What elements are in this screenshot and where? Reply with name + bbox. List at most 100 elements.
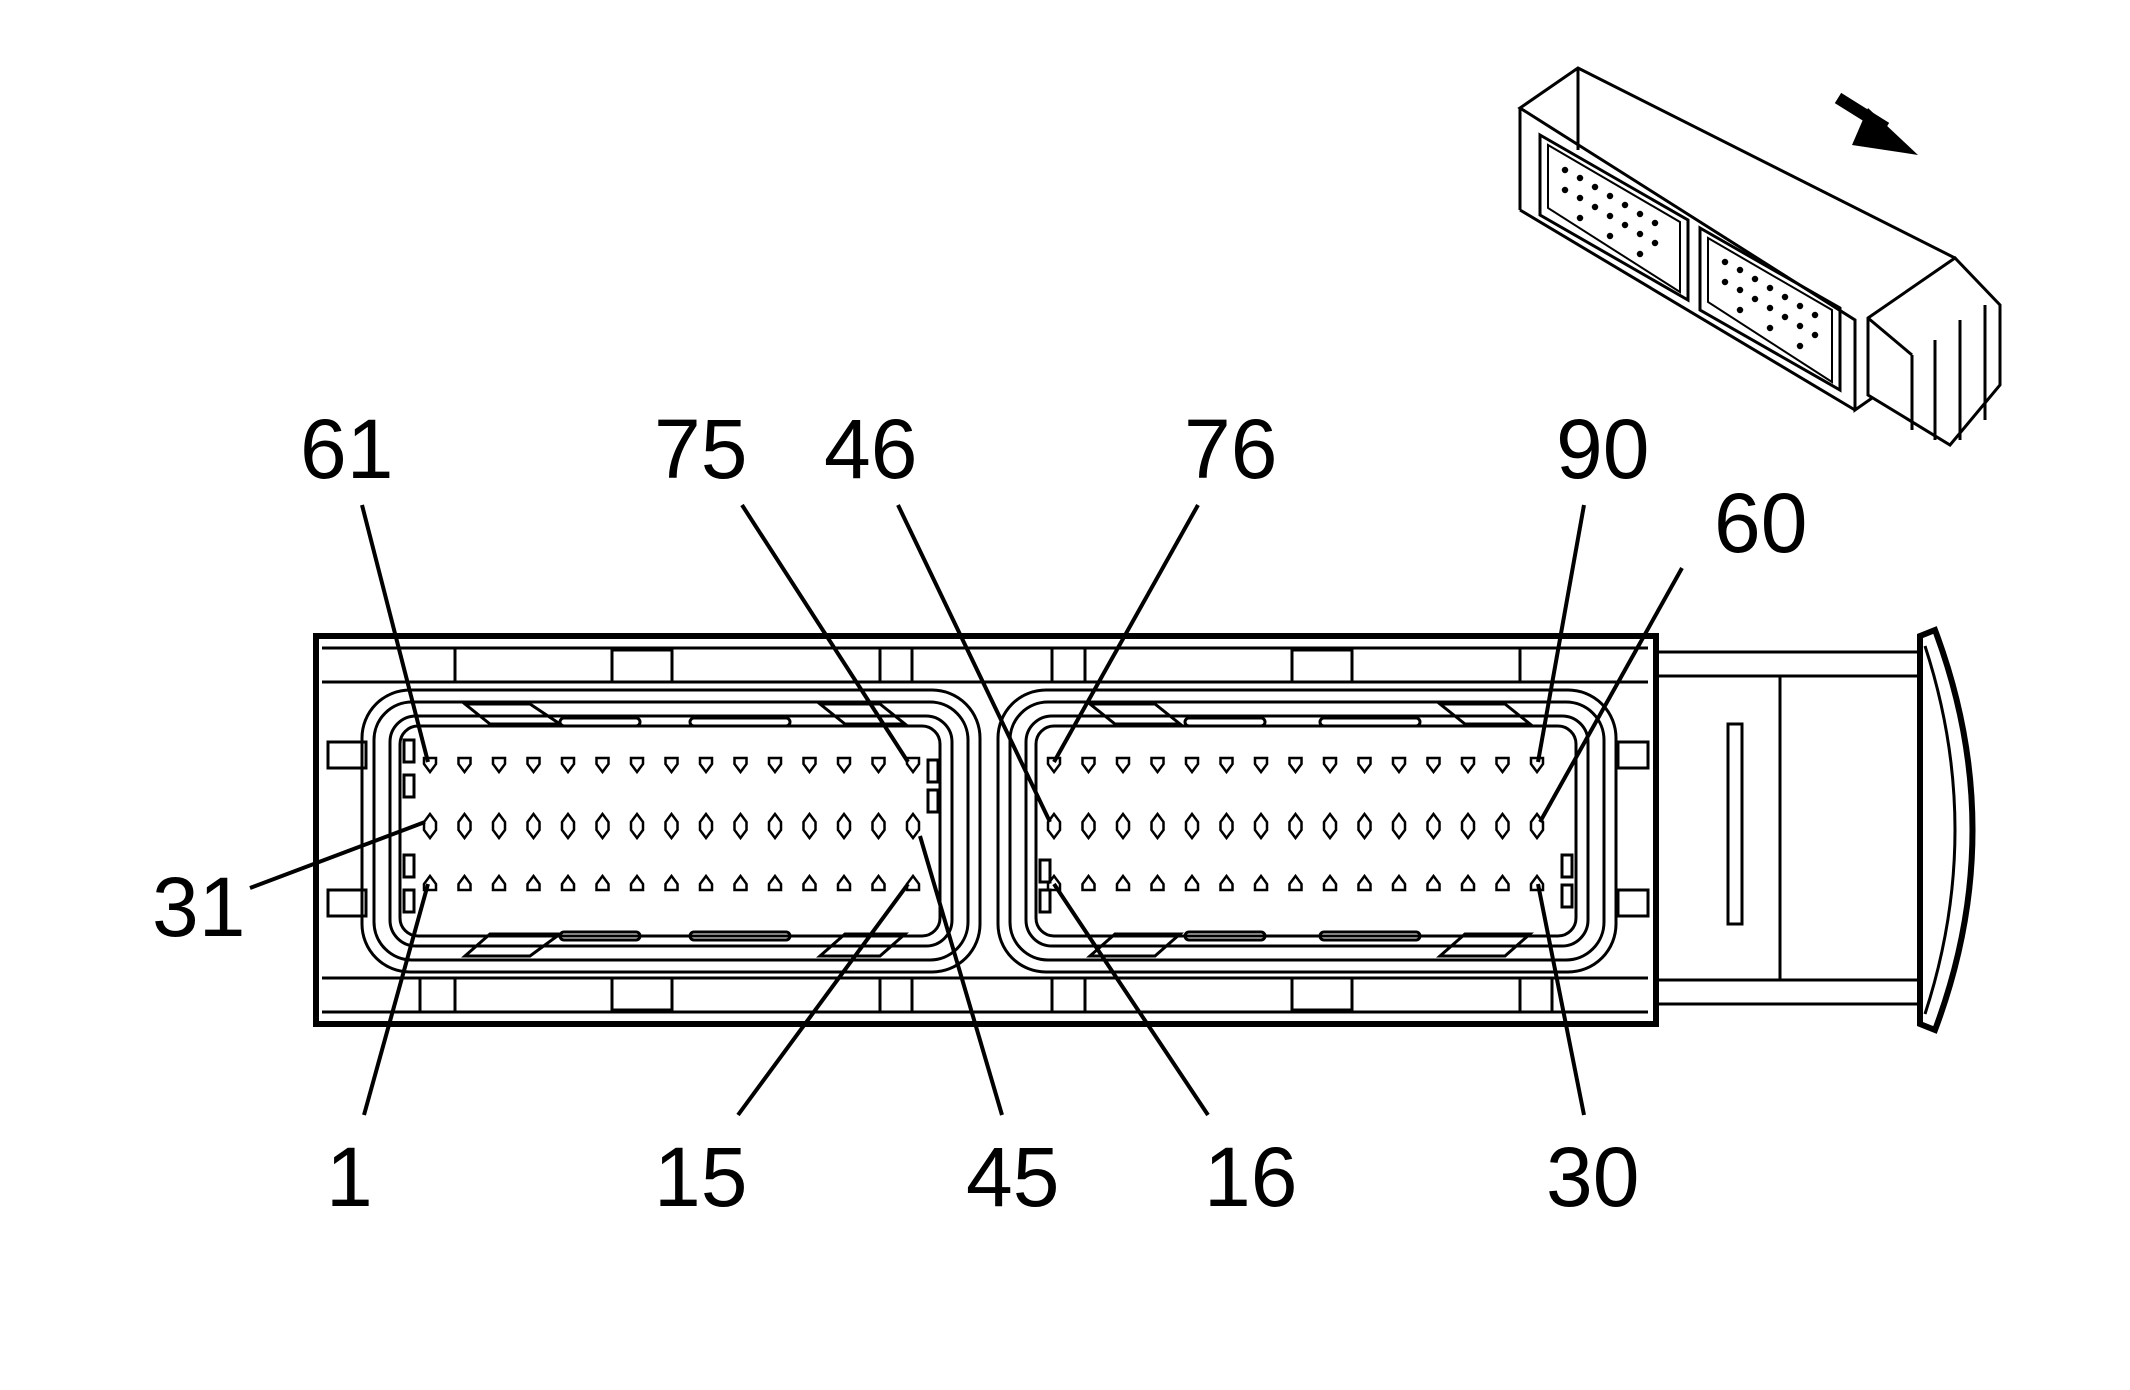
pin-terminal <box>1184 756 1200 775</box>
pin-terminal <box>1495 756 1510 775</box>
pin-terminal <box>1529 811 1545 841</box>
pin-terminal <box>1322 756 1338 775</box>
pin-terminal <box>1115 756 1131 775</box>
pin-terminal <box>629 756 645 775</box>
pin-terminal <box>664 873 679 892</box>
pin-terminal <box>560 756 576 775</box>
pin-terminal <box>1253 811 1269 841</box>
pin-terminal <box>802 756 817 775</box>
connector-isometric-icon <box>1517 66 2002 447</box>
pin-terminal <box>767 756 783 775</box>
pin-terminal <box>1391 811 1407 841</box>
pin-terminal <box>871 811 886 841</box>
pin-terminal <box>1460 756 1476 775</box>
pin-terminal <box>629 811 645 841</box>
pin-terminal <box>802 811 817 841</box>
leader-lines <box>249 503 1684 1117</box>
pin-terminal <box>733 811 748 841</box>
pin-terminal <box>1495 811 1510 841</box>
pin-terminal <box>1357 811 1372 841</box>
pin-terminal <box>871 873 886 892</box>
connector-body <box>313 633 1659 1027</box>
pin-terminal <box>836 873 852 892</box>
pin-terminal <box>1322 811 1338 841</box>
pin-terminal <box>1426 873 1441 892</box>
latch-housing <box>1656 626 1976 1034</box>
pin-terminal <box>1219 873 1234 892</box>
pin-terminal <box>836 756 852 775</box>
pin-terminal <box>422 756 438 775</box>
pin-terminal <box>595 811 610 841</box>
pin-label-46: 46 <box>824 402 917 496</box>
pin-terminal <box>491 811 507 841</box>
pin-terminal <box>491 873 507 892</box>
pin-terminal <box>1150 756 1165 775</box>
pin-terminal <box>698 756 714 775</box>
pin-terminal <box>1081 756 1096 775</box>
pin-terminal <box>1357 873 1372 892</box>
pin-terminal <box>1253 756 1269 775</box>
pin-terminal <box>733 756 748 775</box>
pin-label-61: 61 <box>300 402 393 496</box>
pin-terminal <box>1115 873 1131 892</box>
pin-terminal <box>560 873 576 892</box>
pin-terminals <box>422 756 1545 892</box>
pin-terminal <box>595 873 610 892</box>
pin-terminal <box>733 873 748 892</box>
pin-label-15: 15 <box>654 1130 747 1224</box>
right-cavity <box>996 688 1650 974</box>
pin-terminal <box>767 811 783 841</box>
pin-terminal <box>457 756 472 775</box>
pin-terminal <box>1391 756 1407 775</box>
pin-terminal <box>767 873 783 892</box>
pin-terminal <box>1426 756 1441 775</box>
pin-terminal <box>422 811 438 841</box>
left-cavity <box>360 688 982 974</box>
pin-terminal <box>1288 873 1303 892</box>
pin-terminal <box>1081 873 1096 892</box>
pin-terminal <box>1322 873 1338 892</box>
pin-terminal <box>871 756 886 775</box>
pin-terminal <box>1426 811 1441 841</box>
pin-terminal <box>1460 811 1476 841</box>
pin-label-45: 45 <box>966 1130 1059 1224</box>
arrow-down-right-icon <box>1834 92 1918 155</box>
pin-terminal <box>905 811 921 841</box>
pin-label-30: 30 <box>1546 1130 1639 1224</box>
pin-label-16: 16 <box>1204 1130 1297 1224</box>
pin-terminal <box>802 873 817 892</box>
pin-label-60: 60 <box>1714 476 1807 570</box>
pin-terminal <box>1219 756 1234 775</box>
pin-terminal <box>1357 756 1372 775</box>
pin-terminal <box>526 756 541 775</box>
pin-label-75: 75 <box>654 402 747 496</box>
pin-terminal <box>1288 811 1303 841</box>
pin-terminal <box>836 811 852 841</box>
pin-terminal <box>1529 756 1545 775</box>
pin-terminal <box>457 873 472 892</box>
pin-labels: 61 75 46 76 90 60 31 1 15 45 16 30 <box>152 402 1807 1224</box>
pin-terminal <box>698 873 714 892</box>
pin-terminal <box>1150 811 1165 841</box>
pin-terminal <box>664 811 679 841</box>
pin-terminal <box>526 811 541 841</box>
pin-terminal <box>595 756 610 775</box>
pin-terminal <box>698 811 714 841</box>
pin-terminal <box>1115 811 1131 841</box>
pin-terminal <box>1253 873 1269 892</box>
pin-terminal <box>905 756 921 775</box>
pin-terminal <box>1460 873 1476 892</box>
pin-terminal <box>491 756 507 775</box>
pin-terminal <box>629 873 645 892</box>
pin-terminal <box>1219 811 1234 841</box>
pin-terminal <box>1391 873 1407 892</box>
pin-label-76: 76 <box>1184 402 1277 496</box>
pin-terminal <box>560 811 576 841</box>
pin-terminal <box>526 873 541 892</box>
pin-label-31: 31 <box>152 860 245 954</box>
pin-terminal <box>1184 873 1200 892</box>
pin-terminal <box>905 873 921 892</box>
pin-terminal <box>422 873 438 892</box>
